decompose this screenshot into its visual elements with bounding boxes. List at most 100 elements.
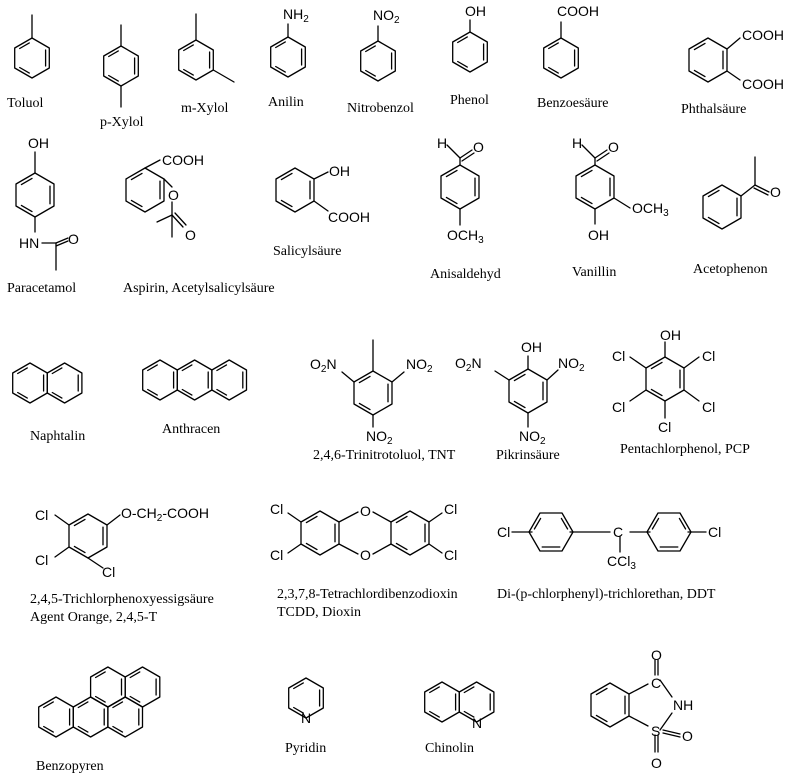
pcp-label: Pentachlorphenol, PCP	[620, 442, 750, 457]
benzopyren-label: Benzopyren	[36, 759, 104, 774]
chinolin-label: Chinolin	[425, 741, 474, 756]
anisaldehyd-structure	[440, 144, 480, 226]
phthalsaeure-structure	[688, 37, 741, 83]
pyridin-n-text: N	[301, 710, 311, 726]
nitrobenzol-label: Nitrobenzol	[347, 101, 414, 116]
anthracen-label: Anthracen	[162, 422, 220, 437]
tcdd-label-line1: 2,3,7,8-Tetrachlordibenzodioxin	[277, 587, 458, 602]
ddt-cl-left-text: Cl	[497, 524, 510, 540]
tcdd-label-line2: TCDD, Dioxin	[277, 605, 361, 620]
pcp-cl-4-text: Cl	[702, 399, 715, 415]
pcp-cl-5-text: Cl	[658, 419, 671, 435]
phenol-label: Phenol	[450, 93, 489, 108]
phthalsaeure-cooh2-text: COOH	[742, 76, 784, 92]
paracetamol-o-text: O	[68, 231, 79, 247]
nitrobenzol-structure	[360, 25, 396, 82]
benzopyren-structure	[38, 666, 161, 738]
tnt-no2-right-text: NO2	[406, 356, 433, 375]
phthalsaeure-cooh1-text: COOH	[742, 27, 784, 43]
tcdd-cl-1-text: Cl	[270, 501, 283, 517]
pikrinsaeure-no2-bottom-text: NO2	[519, 428, 546, 447]
paracetamol-label: Paracetamol	[7, 281, 76, 296]
salicylsaeure-cooh-text: COOH	[328, 209, 370, 225]
naphtalin-structure	[12, 362, 83, 404]
t245-label-line2: Agent Orange, 2,4,5-T	[30, 610, 158, 625]
tcdd-o-top-text: O	[360, 503, 371, 519]
m-xylol-structure	[178, 13, 235, 83]
anisaldehyd-och3-text: OCH3	[447, 227, 484, 246]
saccharin-structure	[590, 659, 681, 753]
ddt-label: Di-(p-chlorphenyl)-trichlorethan, DDT	[497, 587, 716, 602]
t245-cl-3-text: Cl	[102, 564, 115, 580]
vanillin-structure	[575, 144, 631, 225]
t245-structure	[54, 513, 121, 569]
saccharin-o-top-text: O	[651, 647, 662, 663]
paracetamol-oh-text: OH	[28, 135, 49, 151]
t245-sidechain-text: O-CH2-COOH	[121, 505, 209, 524]
anilin-nh2-text: NH2	[283, 6, 309, 25]
saccharin-nh-text: NH	[673, 697, 693, 713]
saccharin-o-right-text: O	[682, 728, 693, 744]
tnt-label: 2,4,6-Trinitrotoluol, TNT	[313, 448, 456, 463]
t245-cl-2-text: Cl	[35, 552, 48, 568]
salicylsaeure-oh-text: OH	[329, 163, 350, 179]
paracetamol-hn-text: HN	[19, 235, 39, 251]
pcp-cl-2-text: Cl	[702, 348, 715, 364]
benzoesaeure-structure	[543, 21, 579, 79]
toluol-structure	[14, 14, 50, 79]
chinolin-structure	[424, 681, 495, 723]
tnt-no2-bottom-text: NO2	[366, 428, 393, 447]
naphtalin-label: Naphtalin	[30, 429, 85, 444]
pcp-oh-text: OH	[660, 327, 681, 343]
anthracen-structure	[142, 359, 248, 401]
phthalsaeure-label: Phthalsäure	[681, 102, 746, 117]
anilin-label: Anilin	[268, 95, 304, 110]
p-xylol-label: p-Xylol	[100, 115, 144, 130]
acetophenon-label: Acetophenon	[693, 262, 768, 277]
saccharin-o-bottom-text: O	[651, 755, 662, 771]
tcdd-o-bottom-text: O	[360, 547, 371, 563]
ddt-cl-right-text: Cl	[708, 524, 721, 540]
anisaldehyd-o-text: O	[473, 139, 484, 155]
saccharin-c-text: C	[651, 675, 661, 691]
nitrobenzol-no2-text: NO2	[373, 7, 400, 26]
vanillin-label: Vanillin	[572, 265, 616, 280]
t245-cl-1-text: Cl	[35, 507, 48, 523]
pikrinsaeure-no2-right-text: NO2	[558, 355, 585, 374]
pyridin-label: Pyridin	[285, 741, 326, 756]
vanillin-och3-text: OCH3	[632, 200, 669, 219]
ddt-c-text: C	[613, 524, 623, 540]
aspirin-structure	[125, 159, 187, 238]
t245-label-line1: 2,4,5-Trichlorphenoxyessigsäure	[30, 592, 214, 607]
anisaldehyd-label: Anisaldehyd	[430, 267, 501, 282]
saccharin-s-text: S	[651, 723, 660, 739]
anilin-structure	[270, 23, 306, 78]
tnt-no2-left-text: O2N	[310, 356, 337, 375]
tcdd-cl-2-text: Cl	[270, 547, 283, 563]
aspirin-o-ester-text: O	[168, 187, 179, 203]
pikrinsaeure-oh-text: OH	[521, 339, 542, 355]
vanillin-h-text: H	[572, 135, 582, 151]
salicylsaeure-label: Salicylsäure	[273, 244, 341, 259]
pikrinsaeure-label: Pikrinsäure	[496, 448, 560, 463]
pikrinsaeure-no2-left-text: O2N	[455, 355, 482, 374]
phenol-structure	[452, 19, 488, 73]
benzoesaeure-label: Benzoesäure	[537, 96, 609, 111]
benzoesaeure-cooh-text: COOH	[557, 3, 599, 19]
p-xylol-structure	[103, 24, 139, 108]
pcp-cl-3-text: Cl	[612, 399, 625, 415]
aspirin-o-carbonyl-text: O	[185, 227, 196, 243]
ddt-ccl3-text: CCl3	[607, 553, 636, 572]
acetophenon-structure	[702, 156, 770, 230]
aspirin-label: Aspirin, Acetylsalicylsäure	[123, 281, 275, 296]
pikrinsaeure-structure	[494, 355, 559, 428]
toluol-label: Toluol	[7, 96, 43, 111]
tnt-structure	[341, 339, 405, 428]
anisaldehyd-h-text: H	[437, 135, 447, 151]
pcp-cl-1-text: Cl	[612, 348, 625, 364]
paracetamol-structure	[15, 151, 69, 271]
acetophenon-o-text: O	[770, 184, 781, 200]
chinolin-n-text: N	[472, 715, 482, 731]
tcdd-cl-3-text: Cl	[444, 501, 457, 517]
